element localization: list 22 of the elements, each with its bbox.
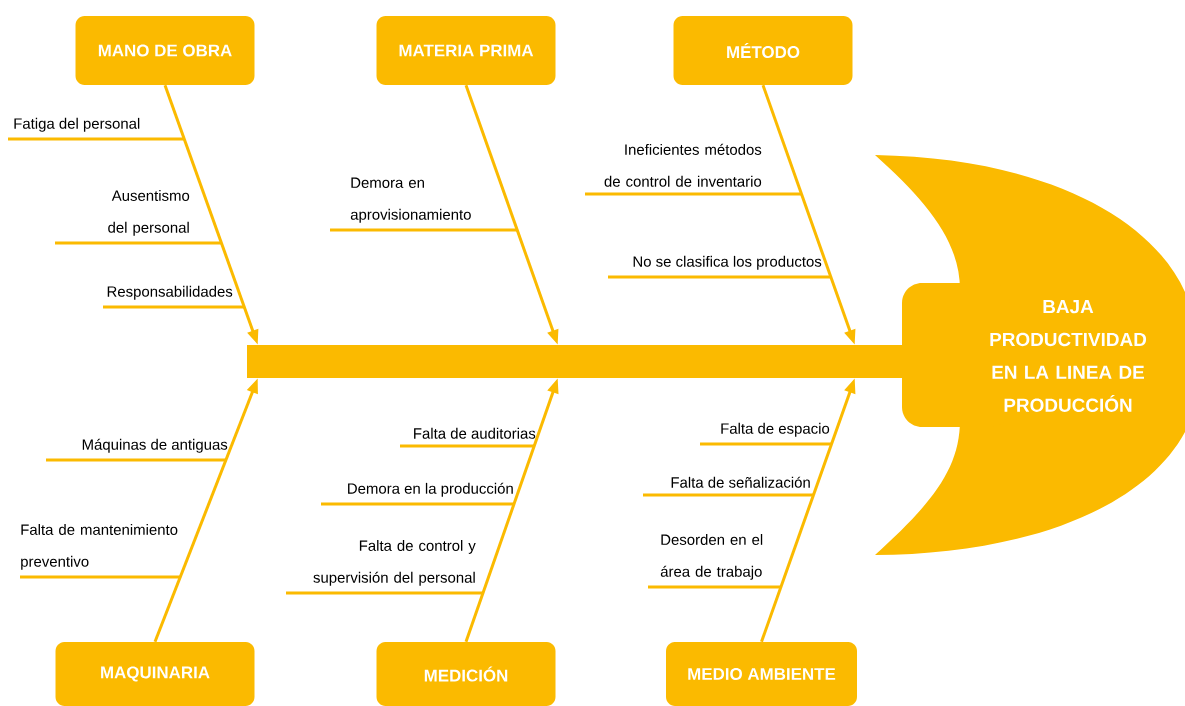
cause-label: Falta de auditorias: [414, 427, 536, 439]
cause-label: Demora en la producción: [348, 482, 513, 497]
cause-label: Responsabilidades: [107, 285, 233, 300]
cause-label: Falta de mantenimiento preventivo: [21, 524, 178, 570]
cause-label: Fatiga del personal: [14, 117, 140, 132]
cause-label: Falta de señalización: [671, 476, 810, 488]
cause-label: Ausentismo del personal: [108, 190, 190, 236]
category-box: MAQUINARIA: [55, 642, 255, 706]
fish-head: BAJA PRODUCTIVIDAD EN LA LINEA DE PRODUCCIÓN: [875, 155, 1185, 555]
cause-label: Desorden en el área de trabajo: [660, 534, 763, 580]
cause-label: Demora en aprovisionamiento: [350, 177, 471, 223]
spine-bar: [247, 345, 905, 378]
category-box: MANO DE OBRA: [75, 16, 255, 85]
category-box: MEDICIÓN: [376, 642, 556, 706]
category-box: MEDIO AMBIENTE: [666, 642, 857, 706]
category-box: MATERIA PRIMA: [376, 16, 556, 85]
cause-label: Máquinas de antiguas: [82, 438, 228, 453]
cause-label: No se clasifica los productos: [633, 255, 822, 270]
cause-label: Ineficientes métodos de control de inventario: [604, 143, 762, 187]
cause-label: Falta de espacio: [721, 422, 830, 437]
category-box: MÉTODO: [673, 16, 853, 85]
cause-label: Falta de control y supervisión del personal: [313, 540, 476, 586]
